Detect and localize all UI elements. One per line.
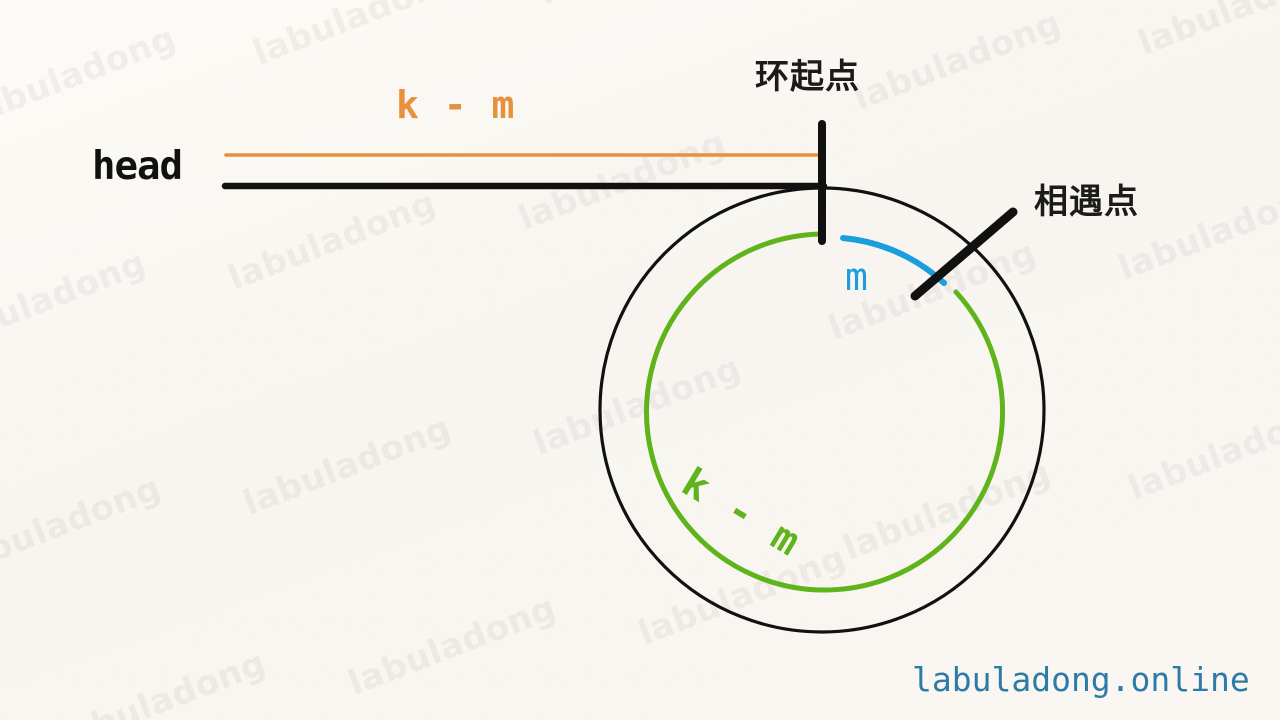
- meeting-point-tick: [910, 207, 1018, 301]
- head-label: head: [92, 144, 183, 189]
- meeting-point-label: 相遇点: [1034, 182, 1139, 222]
- green-arc-km: [644, 231, 1006, 593]
- ring-start-label: 环起点: [755, 57, 860, 97]
- arc-m-label: m: [845, 255, 868, 299]
- outer-circle: [598, 186, 1046, 634]
- site-watermark: labuladong.online: [912, 660, 1250, 699]
- segment-km-label: k - m: [396, 83, 516, 127]
